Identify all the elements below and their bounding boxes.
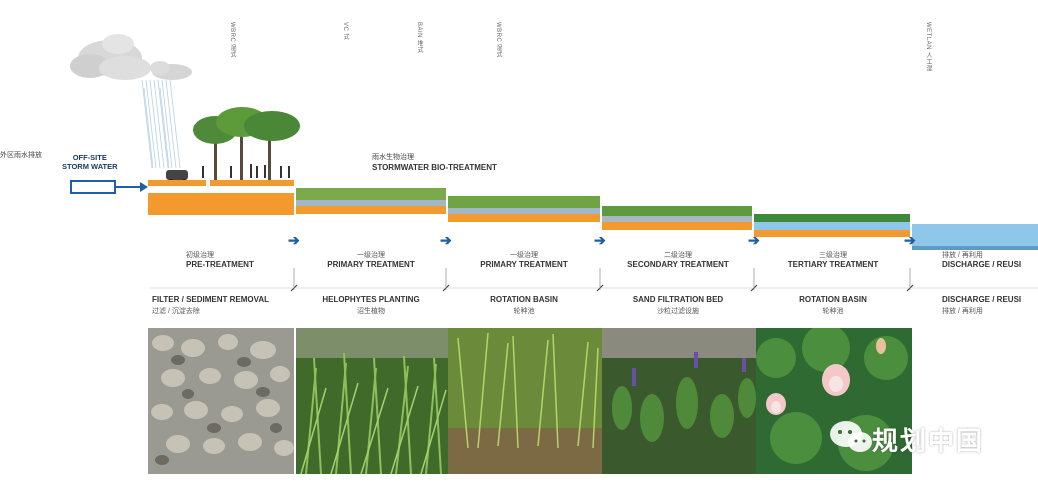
sand-filtration-photo bbox=[602, 328, 756, 474]
arrow-right-icon: ➔ bbox=[748, 232, 760, 248]
top-vertical-label: WBRC 湿式 bbox=[229, 22, 235, 58]
discharge-photo-area bbox=[912, 328, 1038, 474]
bio-treatment-english: STORMWATER BIO-TREATMENT bbox=[372, 163, 497, 172]
stage-chinese: 二级治理 bbox=[664, 252, 692, 259]
stage-english: DISCHARGE / REUSI bbox=[942, 260, 1022, 269]
stage-func-cn: 排放 / 再利用 bbox=[942, 308, 983, 315]
inflow-chinese-label: 外区雨水排放 bbox=[0, 152, 42, 159]
people-icon bbox=[202, 164, 290, 178]
tree-icon bbox=[193, 107, 300, 180]
stage-english: PRIMARY TREATMENT bbox=[327, 260, 415, 269]
top-vertical-label: WBRC 湿式 bbox=[495, 22, 501, 58]
stage-func-en: ROTATION BASIN bbox=[490, 295, 558, 304]
arrow-right-icon: ➔ bbox=[440, 232, 452, 248]
stage-english: PRE-TREATMENT bbox=[186, 260, 254, 269]
arrow-right-icon: ➔ bbox=[288, 232, 300, 248]
lotus-photo bbox=[756, 328, 912, 474]
stage-func-cn: 过滤 / 沉淀去除 bbox=[152, 308, 200, 315]
stage-chinese: 一级治理 bbox=[357, 252, 385, 259]
stage-chinese: 初级治理 bbox=[186, 252, 214, 259]
watermark-text: 规划中国 bbox=[872, 426, 985, 456]
stage-english: TERTIARY TREATMENT bbox=[787, 260, 879, 269]
stage-english: SECONDARY TREATMENT bbox=[627, 260, 729, 269]
arrow-right-icon: ➔ bbox=[594, 232, 606, 248]
cloud-icon bbox=[70, 34, 192, 80]
stage-func-en: HELOPHYTES PLANTING bbox=[322, 295, 420, 304]
gravel-photo bbox=[148, 328, 294, 474]
stage-chinese: 排放 / 再利用 bbox=[942, 252, 983, 259]
arrow-right-icon: ➔ bbox=[904, 232, 916, 248]
stage-func-cn: 轮种池 bbox=[513, 308, 535, 315]
inflow-pipe-box bbox=[70, 180, 116, 194]
stage-dividers bbox=[150, 268, 1038, 292]
stage-func-en: ROTATION BASIN bbox=[799, 295, 867, 304]
stage-func-en: FILTER / SEDIMENT REMOVAL bbox=[152, 295, 270, 304]
top-vertical-label: WETLAN 人工湿 bbox=[925, 22, 931, 72]
stage-func-cn: 沼生植物 bbox=[357, 308, 385, 315]
wechat-icon bbox=[830, 421, 872, 452]
stage-english: PRIMARY TREATMENT bbox=[480, 260, 568, 269]
helophytes-photo bbox=[296, 328, 448, 474]
stage-func-cn: 轮种池 bbox=[822, 308, 844, 315]
off-site-storm-water-label: OFF-SITE STORM WATER bbox=[62, 153, 118, 171]
section-profile-diagram bbox=[148, 107, 1038, 250]
stage-chinese: 三级治理 bbox=[819, 252, 847, 259]
stage-func-en: SAND FILTRATION BED bbox=[632, 295, 724, 304]
bio-treatment-chinese: 雨水生物治理 bbox=[372, 154, 414, 161]
off-site-line2: STORM WATER bbox=[62, 162, 118, 171]
stage-func-en: DISCHARGE / REUSI bbox=[942, 295, 1022, 304]
stage-func-cn: 沙粒过滤设施 bbox=[657, 308, 699, 315]
top-vertical-label: VC 式 bbox=[342, 22, 348, 41]
cloud-rain-illustration bbox=[70, 34, 192, 169]
rotation-basin-photo bbox=[448, 328, 602, 474]
off-site-line1: OFF-SITE bbox=[72, 153, 107, 162]
stage-chinese: 一级治理 bbox=[510, 252, 538, 259]
inflow-arrow-icon bbox=[116, 182, 148, 192]
rain-icon bbox=[141, 79, 181, 169]
top-vertical-label: BAIN 堆式 bbox=[416, 22, 422, 54]
